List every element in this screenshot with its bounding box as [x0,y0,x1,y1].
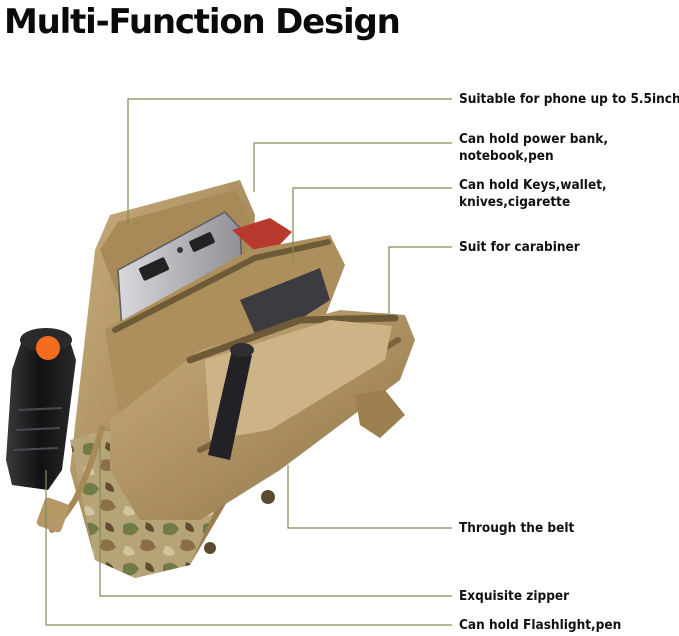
callout-phone: Suitable for phone up to 5.5inch [459,91,679,107]
leader-line-flashlight [45,470,452,626]
leader-line-zipper [99,440,452,597]
belt-snap [261,490,275,504]
flashlight [6,328,76,490]
wallet-card [232,218,292,260]
pen [208,343,254,460]
belt-snap [204,542,216,554]
callout-keys-wallet: Can hold Keys,wallet, knives,cigarette [459,177,607,210]
leader-line-power-bank [253,142,452,192]
callout-carabiner: Suit for carabiner [459,239,580,255]
zipper-track [112,239,331,333]
leader-line-belt [287,465,452,529]
flashlight-button [36,336,60,360]
middle-pocket [105,235,345,420]
carabiner-loop [355,390,405,438]
leader-lines [45,98,452,626]
callout-power-bank: Can hold power bank, notebook,pen [459,131,608,164]
callout-belt: Through the belt [459,520,575,536]
callout-zipper: Exquisite zipper [459,588,570,604]
callout-flashlight: Can hold Flashlight,pen [459,617,622,633]
leader-line-carabiner [388,246,452,315]
leader-line-phone [127,98,452,224]
leader-line-keys [292,187,452,263]
zipper-pull-tab [36,497,70,533]
page-title: Multi-Function Design [4,2,401,42]
